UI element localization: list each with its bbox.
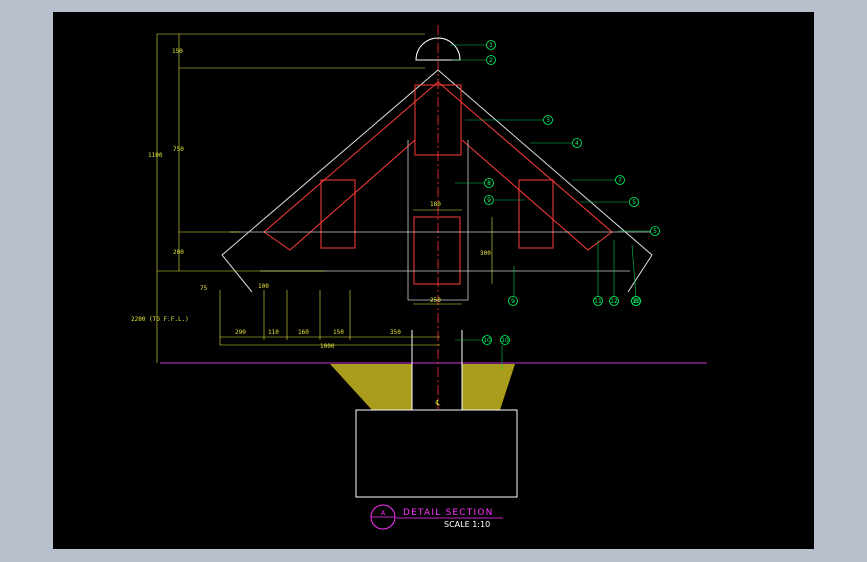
dim-span-1: 290 [235,329,246,336]
dim-span-3: 160 [298,329,309,336]
callout-tag: 10 [501,337,509,344]
roof-outer-left [221,69,439,293]
callout-tag: 3 [546,117,550,124]
roof-outer-right [437,69,653,293]
dim-floor-level: 2200 (TO F.F.L.) [131,316,189,323]
title-symbol: A [381,510,386,517]
callout-circle [615,175,625,185]
callout-tag: 13 [632,298,640,305]
callout-circle [508,296,518,306]
callout-tag: 2 [489,57,493,64]
foundation-footing [355,409,518,498]
main-post [413,216,461,285]
dim-column-width: 350 [390,329,401,336]
callout-circle [484,195,494,205]
dim-eave: 200 [173,249,184,256]
centerline-symbol: ℄ [435,400,441,407]
callout-tag: 11 [594,298,602,305]
dim-span-2: 110 [268,329,279,336]
callout-tag: 8 [634,298,638,305]
leader-lines [450,44,650,370]
callout-tag: 5 [653,228,657,235]
roof-red-right [437,81,613,251]
dim-base-width: 250 [430,297,441,304]
foundation-column [356,330,413,411]
callout-circle [572,138,582,148]
callout-circle [486,55,496,65]
callout-tag: 10 [483,337,491,344]
dimension-lines [156,33,493,363]
dim-roof-rise: 750 [173,146,184,153]
callout-tag: 8 [487,180,491,187]
scale-text: SCALE 1:10 [444,520,490,529]
rafter-block-left [320,179,356,249]
callout-tag: 12 [610,298,618,305]
post-sides [407,140,469,301]
dim-overall-height: 1100 [148,152,163,159]
callout-tag: 4 [575,140,579,147]
foundation-column-right [461,330,517,411]
soil-hatch-right [462,364,515,410]
callout-circle [500,335,510,345]
callout-circle [629,197,639,207]
dim-cap: 150 [172,48,183,55]
callout-circle [650,226,660,236]
rafter-block-right [518,179,554,249]
callout-circle [609,296,619,306]
dim-slope: 75 [200,285,208,292]
cad-viewport[interactable] [53,12,814,549]
callout-circle [486,40,496,50]
ridge-post [414,84,462,156]
soil-hatch-left [330,364,412,410]
dim-eave-projection: 100 [258,283,269,290]
callout-tag: 7 [618,177,622,184]
dim-post-width: 180 [430,201,441,208]
callout-circle [482,335,492,345]
title-text: DETAIL SECTION [403,508,494,518]
callout-tag: 1 [489,42,493,49]
callout-circle [593,296,603,306]
callout-tag: 9 [511,298,515,305]
callout-circle [631,296,641,306]
dim-span-total: 1000 [320,343,335,350]
callout-tag: 9 [487,197,491,204]
callout-tag: 5 [632,199,636,206]
ridge-cap [415,37,461,61]
roof-red-left [263,81,439,251]
dim-post-depth: 300 [480,250,491,257]
dim-span-4: 150 [333,329,344,336]
callout-circle [484,178,494,188]
callout-circle [543,115,553,125]
